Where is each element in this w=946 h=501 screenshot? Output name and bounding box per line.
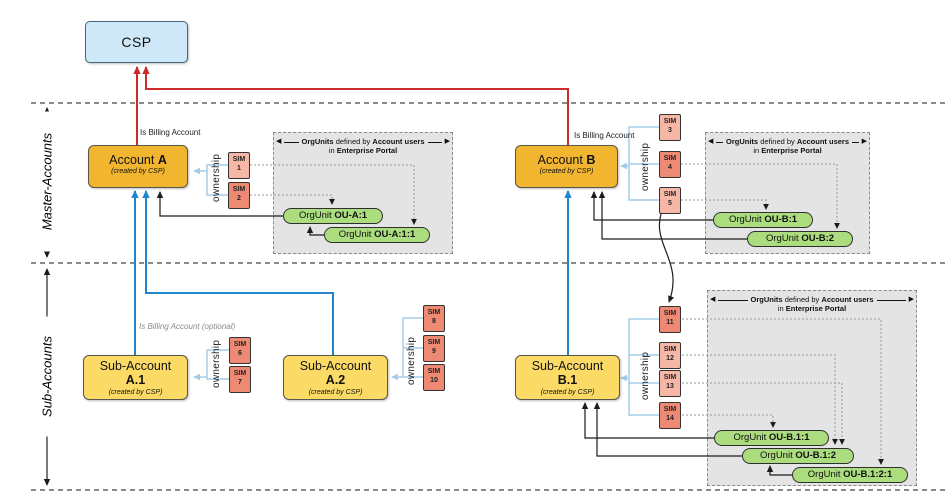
- sub-a2-note: (created by CSP): [308, 388, 363, 396]
- sub-account-b1-box: Sub-Account B.1 (created by CSP): [515, 355, 620, 400]
- sub-accounts-layer-label: Sub-Accounts: [39, 316, 55, 437]
- link-ou-b1-to-account-b: [590, 191, 713, 221]
- link-ou-b11-to-sub-b1: [581, 402, 714, 439]
- orgunit-ou-a11: OrgUnit OU-A:1:1: [324, 227, 430, 243]
- ownership-label-sub-a1: ownership: [211, 339, 222, 389]
- right-arrow-icon: ▶: [444, 138, 451, 145]
- orgunit-ou-a1: OrgUnit OU-A:1: [283, 208, 383, 224]
- master-accounts-layer-label: Master-Accounts: [39, 111, 55, 252]
- billing-label-account-b: Is Billing Account: [574, 131, 635, 140]
- sub-b1-note: (created by CSP): [540, 388, 595, 396]
- orgunit-ou-b1-1: OrgUnit OU-B.1:1: [714, 430, 829, 446]
- orgunit-ou-b2: OrgUnit OU-B:2: [747, 231, 853, 247]
- left-arrow-icon: ◀: [276, 138, 282, 145]
- account-b-note: (created by CSP): [539, 168, 594, 176]
- right-arrow-icon: ▶: [861, 138, 868, 145]
- ownership-label-sub-a2: ownership: [406, 336, 417, 386]
- account-b-box: Account B (created by CSP): [515, 145, 618, 188]
- orgunit-ou-b1-2: OrgUnit OU-B.1:2: [742, 448, 854, 464]
- header-line: [427, 141, 442, 143]
- link-sim5-to-sim11: [658, 213, 675, 303]
- sub-account-a1-box: Sub-Account A.1 (created by CSP): [83, 355, 188, 400]
- header-line: [284, 141, 299, 143]
- csp-box: CSP: [85, 21, 188, 63]
- header-line: [876, 299, 906, 301]
- header-line: [852, 141, 859, 143]
- csp-label: CSP: [121, 34, 152, 50]
- orgunit-ou-b1: OrgUnit OU-B:1: [713, 212, 813, 228]
- sub-a1-note: (created by CSP): [108, 388, 163, 396]
- billing-label-account-a: Is Billing Account: [140, 128, 201, 137]
- account-a-box: Account A (created by CSP): [88, 145, 188, 188]
- right-arrow-icon: ▶: [908, 296, 915, 303]
- left-arrow-icon: ◀: [708, 138, 714, 145]
- ownership-label-account-a: ownership: [211, 153, 222, 203]
- account-a-note: (created by CSP): [111, 168, 165, 176]
- ownership-label-sub-b1: ownership: [640, 351, 651, 401]
- orgunit-ou-b1-2-1: OrgUnit OU-B.1:2:1: [792, 467, 908, 483]
- billing-optional-label-sub-a1: Is Billing Account (optional): [139, 322, 236, 331]
- header-line: [718, 299, 748, 301]
- header-line: [716, 141, 723, 143]
- sub-account-a2-box: Sub-Account A.2 (created by CSP): [283, 355, 388, 400]
- left-arrow-icon: ◀: [710, 296, 716, 303]
- ownership-label-account-b: ownership: [640, 142, 651, 192]
